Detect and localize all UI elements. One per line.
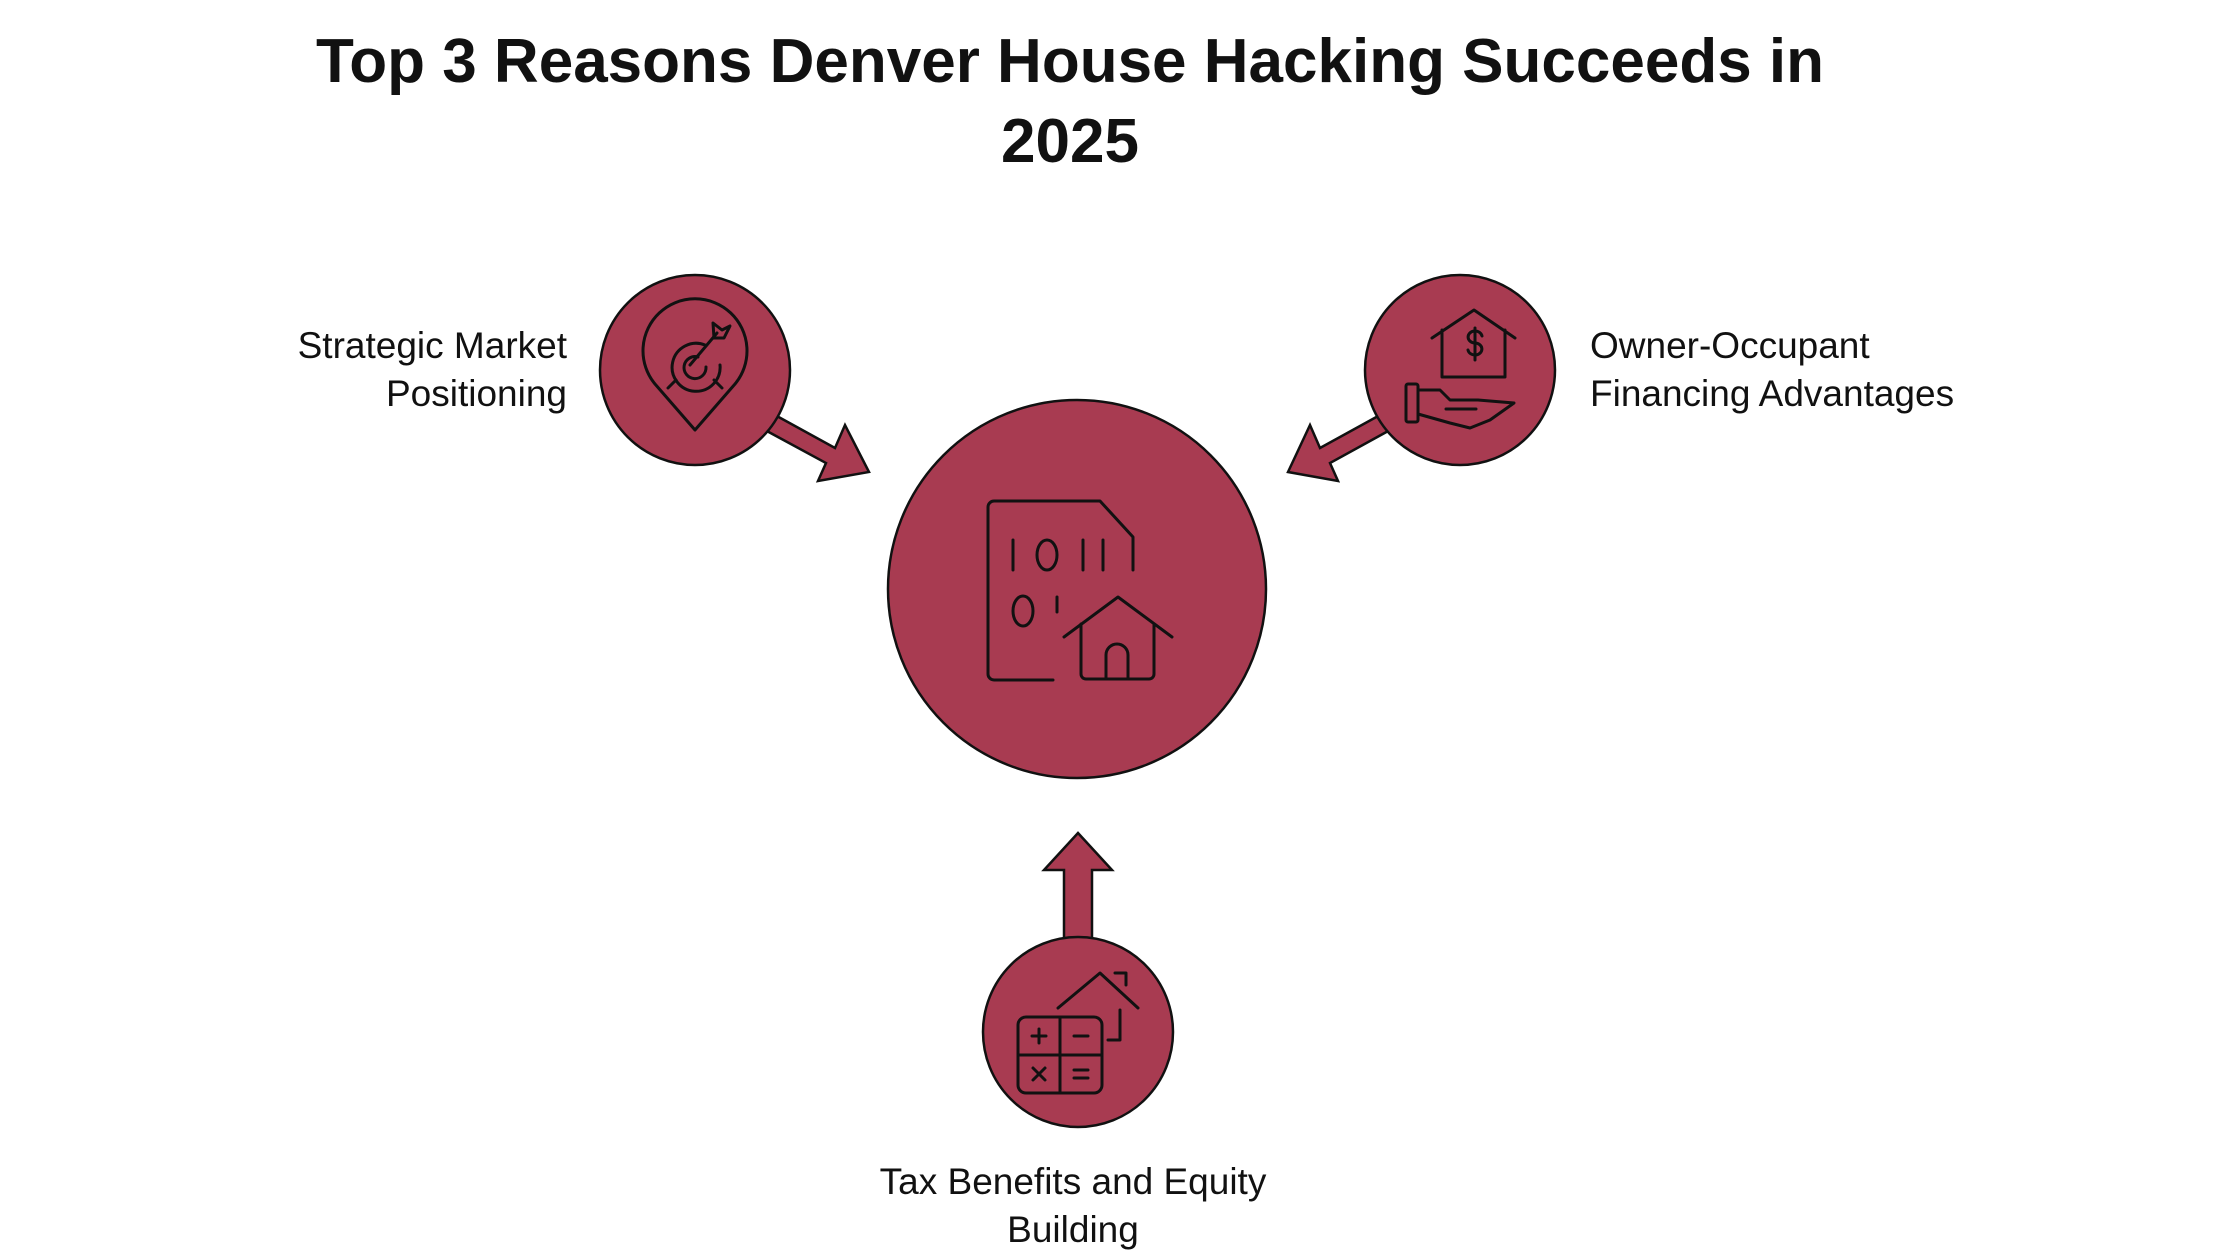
label-line: Tax Benefits and Equity bbox=[879, 1161, 1267, 1202]
house-dollar-hand-icon bbox=[1404, 308, 1517, 430]
arrow-top-left bbox=[763, 413, 871, 483]
label-line: Building bbox=[1007, 1209, 1139, 1250]
label-line: Strategic Market bbox=[297, 325, 567, 366]
calculator-house-icon bbox=[1016, 971, 1140, 1095]
target-location-pin-icon bbox=[641, 297, 749, 432]
label-line: Financing Advantages bbox=[1590, 373, 1955, 414]
data-document-house-icon bbox=[986, 499, 1174, 682]
arrow-top-right bbox=[1286, 413, 1392, 483]
circle-financing bbox=[1363, 273, 1557, 467]
label-line: Owner-Occupant bbox=[1590, 325, 1870, 366]
label-tax-benefits: Tax Benefits and Equity Building bbox=[773, 1158, 1373, 1254]
center-circle bbox=[886, 398, 1268, 780]
arrow-bottom bbox=[1041, 831, 1115, 947]
label-owner-occupant: Owner-Occupant Financing Advantages bbox=[1590, 322, 1954, 418]
label-line: Positioning bbox=[385, 373, 567, 414]
label-strategic-market: Strategic Market Positioning bbox=[298, 322, 567, 418]
circle-tax bbox=[981, 935, 1175, 1129]
circle-strategic bbox=[598, 273, 792, 467]
page-title: Top 3 Reasons Denver House Hacking Succe… bbox=[315, 27, 1824, 176]
